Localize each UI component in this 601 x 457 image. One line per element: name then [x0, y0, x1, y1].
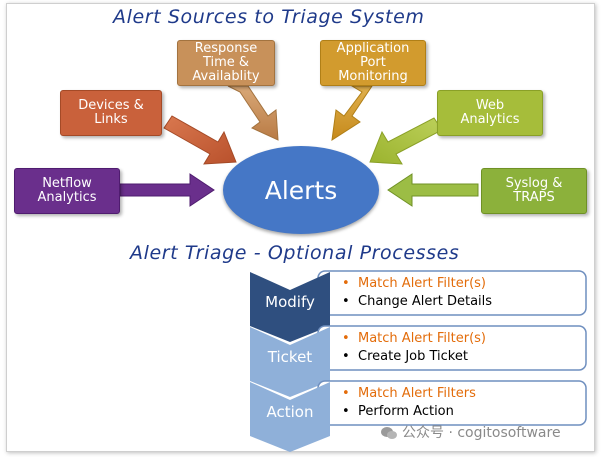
- source-netflow: Netflow Analytics: [14, 168, 120, 214]
- process-action-line1: •Match Alert Filters: [342, 386, 476, 401]
- process-label-action: Action: [266, 403, 314, 421]
- arrow-application: [331, 85, 373, 142]
- watermark: 公众号 · cogitosoftware: [380, 422, 561, 442]
- arrow-web: [369, 117, 443, 165]
- process-modify-line2: •Change Alert Details: [342, 294, 493, 309]
- process-action-line2: •Perform Action: [342, 404, 454, 419]
- source-response-time: Response Time & Availablity: [177, 40, 275, 86]
- process-ticket-line2: •Create Job Ticket: [342, 349, 468, 364]
- source-web-analytics: Web Analytics: [437, 90, 543, 136]
- process-modify-line1: •Match Alert Filter(s): [342, 276, 486, 291]
- arrow-response: [227, 85, 279, 141]
- source-application-port: Application Port Monitoring: [320, 40, 426, 86]
- alerts-node: Alerts: [223, 146, 379, 234]
- process-label-modify: Modify: [265, 293, 315, 311]
- arrow-syslog: [387, 173, 479, 207]
- section-title: Alert Triage - Optional Processes: [130, 242, 460, 264]
- source-syslog: Syslog & TRAPS: [481, 168, 587, 214]
- process-label-ticket: Ticket: [267, 348, 313, 366]
- chevron-ticket: [250, 327, 330, 397]
- watermark-text: 公众号 · cogitosoftware: [402, 425, 561, 441]
- diagram-title: Alert Sources to Triage System: [113, 6, 425, 28]
- source-devices-links: Devices & Links: [60, 90, 162, 136]
- process-ticket-line1: •Match Alert Filter(s): [342, 331, 486, 346]
- arrow-netflow: [119, 173, 215, 207]
- chevron-action: [250, 382, 330, 452]
- chevron-modify: [250, 272, 330, 342]
- chat-icon: [381, 427, 397, 439]
- arrow-devices: [163, 115, 237, 165]
